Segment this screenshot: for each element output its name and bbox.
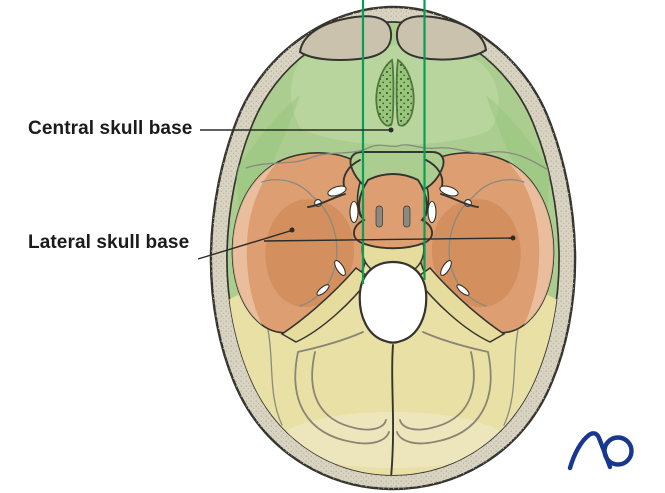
right-fossa-light-rim	[508, 162, 554, 325]
occipital-crest	[390, 344, 395, 475]
lateral-leader-line-left	[197, 230, 291, 260]
sphenofrontal-suture	[245, 144, 549, 171]
cribriform-dots-left	[376, 60, 394, 126]
frontal-sinus-left	[298, 15, 393, 61]
lateral-skull-base-right	[416, 152, 555, 334]
foramen-magnum	[358, 260, 428, 344]
left-superior-orbital-fissure	[349, 200, 359, 224]
suture-right-posterior	[503, 329, 519, 426]
frontal-sinus-right	[395, 15, 488, 61]
left-foramen-ovale	[327, 185, 347, 197]
central-skull-base-label: Central skull base	[28, 118, 193, 139]
sella-turcica	[353, 173, 433, 250]
ao-logo-letter-o	[602, 435, 634, 467]
right-internal-acoustic-meatus	[456, 284, 470, 296]
suture-left-posterior	[267, 329, 283, 426]
left-fossa-shade	[265, 199, 355, 308]
cerebellar-fossa-arc-left-inner	[311, 351, 387, 431]
guide-lines	[361, 0, 426, 284]
cribriform-dots-right	[396, 60, 414, 126]
cerebellar-fossa-arc-left	[294, 331, 390, 445]
left-sphenoid-ridge	[307, 193, 346, 208]
left-carotid-groove	[375, 205, 383, 228]
lateral-leader-line-right	[263, 237, 512, 242]
left-clinoid-hook	[342, 159, 361, 187]
lateral-leader-dot-left	[289, 227, 295, 233]
frontal-sinus-group	[298, 15, 488, 61]
right-fossa-shade	[431, 199, 521, 308]
right-jugular-foramen	[440, 260, 452, 276]
right-sphenoid-ridge	[440, 193, 479, 208]
right-foramen-ovale	[439, 185, 459, 197]
crista-galli-group	[375, 58, 415, 127]
right-superior-orbital-fissure	[427, 200, 437, 224]
leader-lines	[197, 127, 516, 260]
green-highlight-patch	[291, 45, 499, 145]
left-fossa-light-rim	[232, 162, 278, 325]
central-leader-dot	[388, 127, 394, 133]
left-internal-acoustic-meatus	[316, 284, 330, 296]
left-jugular-foramen	[334, 260, 346, 276]
cerebellar-fossa-arc-right-inner	[399, 351, 475, 431]
ao-logo: AO	[567, 431, 634, 471]
lateral-leader-dot-right	[510, 235, 516, 241]
cerebellar-fossa-arc-right	[396, 331, 492, 445]
fossa-regions	[228, 45, 558, 475]
lateral-skull-base-label: Lateral skull base	[28, 232, 190, 253]
right-clinoid-hook	[425, 159, 444, 187]
right-carotid-groove	[403, 205, 411, 228]
